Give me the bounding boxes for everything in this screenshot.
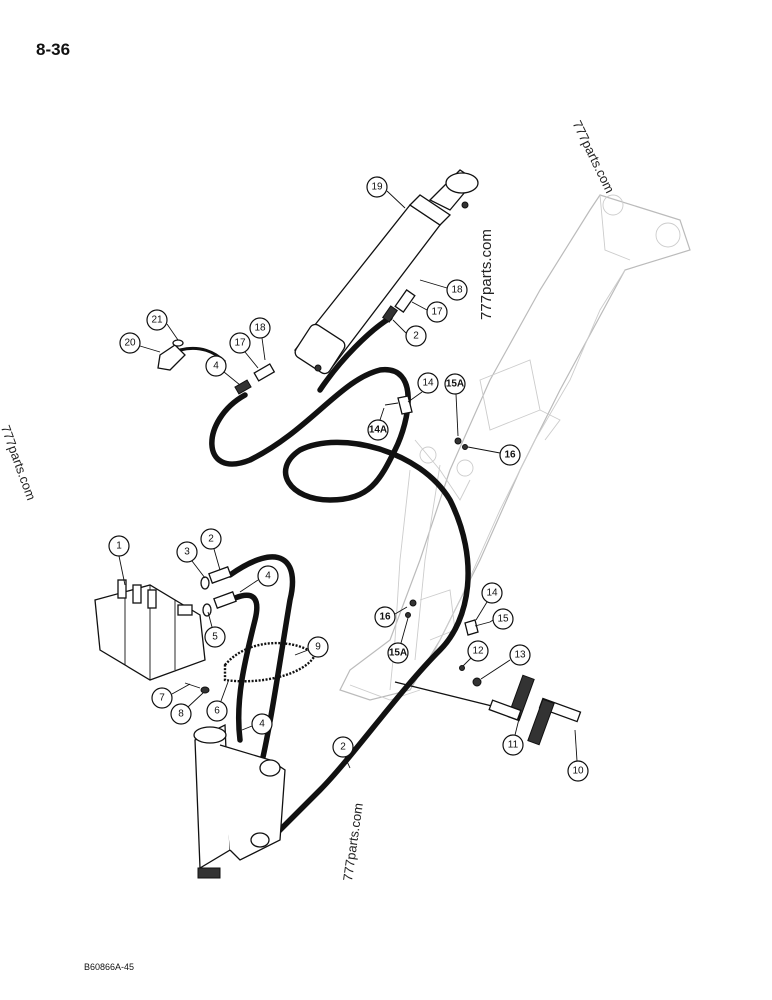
callout-6: 6 xyxy=(206,700,228,722)
callout-12: 12 xyxy=(467,640,489,662)
callout-14-upper: 14 xyxy=(417,372,439,394)
callout-15: 15 xyxy=(492,608,514,630)
svg-text:2: 2 xyxy=(208,534,214,545)
svg-text:15A: 15A xyxy=(446,379,464,390)
cylinder-fittings xyxy=(157,289,416,395)
svg-text:10: 10 xyxy=(572,766,584,777)
svg-text:9: 9 xyxy=(315,642,321,653)
svg-text:11: 11 xyxy=(508,740,519,751)
svg-text:4: 4 xyxy=(259,719,265,730)
boom-frame xyxy=(339,194,691,701)
callout-14A: 14A xyxy=(367,419,389,441)
svg-text:17: 17 xyxy=(431,307,443,318)
callout-15A-lower: 15A xyxy=(387,642,409,664)
callout-18-left: 18 xyxy=(249,317,271,339)
callout-17-right: 17 xyxy=(426,301,448,323)
svg-text:19: 19 xyxy=(371,182,383,193)
svg-text:14: 14 xyxy=(422,378,434,389)
swing-pivot xyxy=(193,723,286,879)
callout-10: 10 xyxy=(567,760,589,782)
callout-1: 1 xyxy=(108,535,130,557)
callout-11: 11 xyxy=(502,734,524,756)
callout-14-lower: 14 xyxy=(481,582,503,604)
svg-text:8: 8 xyxy=(178,709,184,720)
callout-3: 3 xyxy=(176,541,198,563)
svg-text:14A: 14A xyxy=(369,425,387,436)
callout-21: 21 xyxy=(146,309,168,331)
svg-text:12: 12 xyxy=(472,646,484,657)
callout-8: 8 xyxy=(170,703,192,725)
callout-9: 9 xyxy=(307,636,329,658)
callout-2-right: 2 xyxy=(405,325,427,347)
svg-text:4: 4 xyxy=(265,571,271,582)
svg-text:4: 4 xyxy=(213,361,219,372)
figure-code: B60866A-45 xyxy=(84,962,135,972)
svg-text:21: 21 xyxy=(151,315,163,326)
callout-5: 5 xyxy=(204,626,226,648)
callout-4-upper: 4 xyxy=(205,355,227,377)
valve-fittings xyxy=(184,566,237,694)
callout-2-lower: 2 xyxy=(332,736,354,758)
callout-4-lower: 4 xyxy=(251,713,273,735)
svg-text:18: 18 xyxy=(254,323,266,334)
svg-text:15: 15 xyxy=(497,614,509,625)
callout-13: 13 xyxy=(509,644,531,666)
svg-text:2: 2 xyxy=(413,331,419,342)
cylinder-19 xyxy=(294,169,479,375)
svg-text:2: 2 xyxy=(340,742,346,753)
callout-16-upper: 16 xyxy=(499,444,521,466)
callout-20: 20 xyxy=(119,332,141,354)
svg-text:7: 7 xyxy=(159,693,165,704)
svg-text:20: 20 xyxy=(124,338,136,349)
callout-4-valve: 4 xyxy=(257,565,279,587)
svg-text:6: 6 xyxy=(214,706,220,717)
callout-2-valve: 2 xyxy=(200,528,222,550)
callout-17-left: 17 xyxy=(229,332,251,354)
svg-text:1: 1 xyxy=(116,541,122,552)
svg-text:16: 16 xyxy=(504,450,516,461)
svg-text:5: 5 xyxy=(212,632,218,643)
svg-text:18: 18 xyxy=(451,285,463,296)
svg-text:13: 13 xyxy=(514,650,526,661)
svg-text:14: 14 xyxy=(486,588,498,599)
callout-18-right: 18 xyxy=(446,279,468,301)
callout-7: 7 xyxy=(151,687,173,709)
svg-text:17: 17 xyxy=(234,338,246,349)
callout-19: 19 xyxy=(366,176,388,198)
callout-15A-upper: 15A xyxy=(444,373,466,395)
clamp-parts xyxy=(384,395,582,746)
svg-text:15A: 15A xyxy=(389,648,407,659)
svg-text:3: 3 xyxy=(184,547,190,558)
svg-text:16: 16 xyxy=(379,612,391,623)
callouts: 1 3 2 4 5 7 8 6 9 4 2 19 18 17 2 21 20 xyxy=(108,176,589,782)
page-number: 8-36 xyxy=(36,40,71,59)
control-valve-1 xyxy=(94,579,206,681)
callout-16-lower: 16 xyxy=(374,606,396,628)
